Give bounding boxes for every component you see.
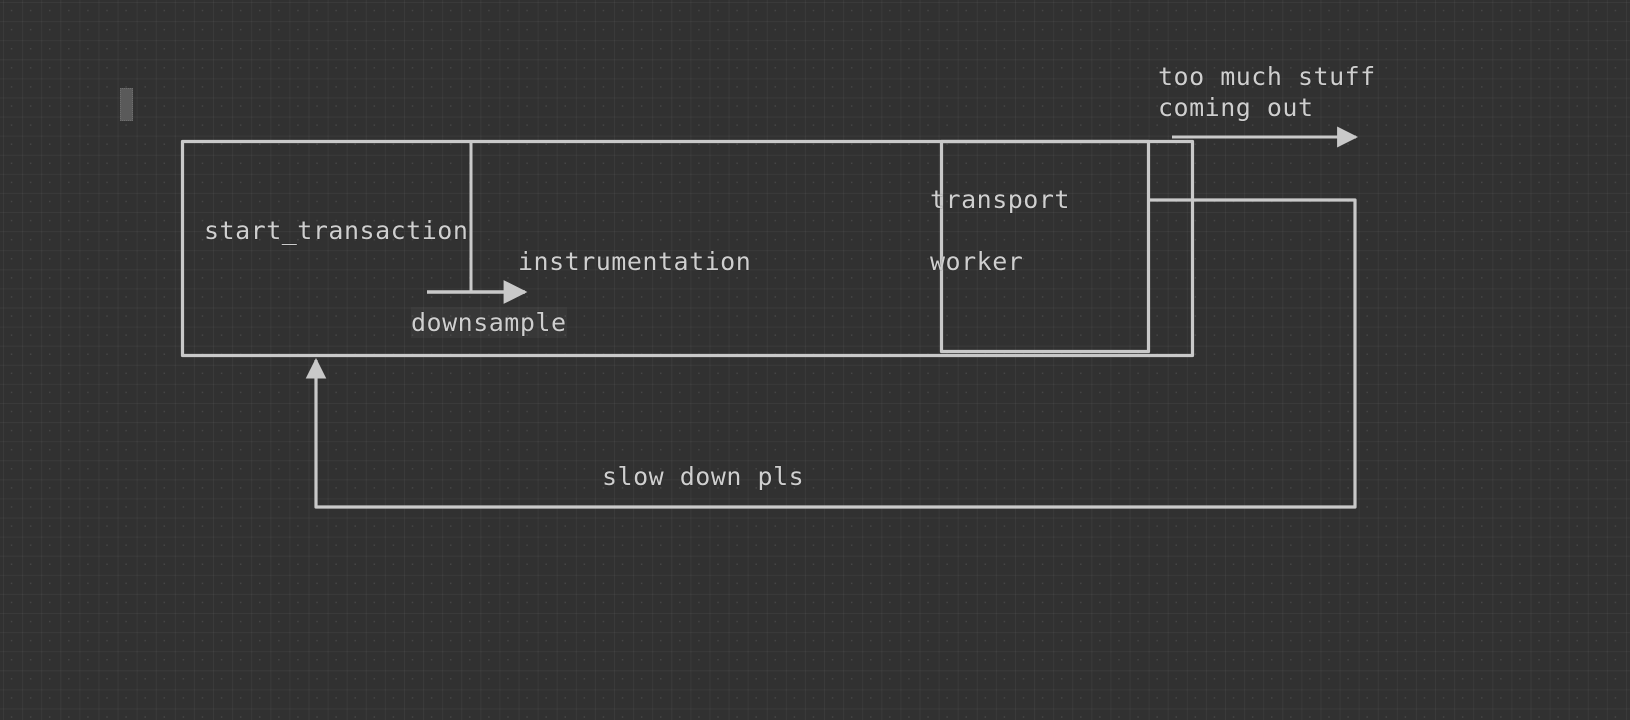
downsample-label: downsample xyxy=(411,308,567,337)
too-much-stuff-label-line2: coming out xyxy=(1158,93,1314,122)
instrumentation-label: instrumentation xyxy=(518,247,752,276)
feedback-loop-line xyxy=(305,198,1357,509)
transport-label: transport xyxy=(930,185,1070,214)
too-much-stuff-label-line1: too much stuff xyxy=(1158,62,1376,91)
worker-label: worker xyxy=(930,247,1024,276)
slow-down-pls-label: slow down pls xyxy=(602,462,805,491)
transport-worker-box[interactable] xyxy=(939,139,1151,354)
text-caret-marker[interactable] xyxy=(120,88,133,121)
start-transaction-label: start_transaction xyxy=(204,216,469,245)
start-transaction-box[interactable] xyxy=(180,139,1195,358)
